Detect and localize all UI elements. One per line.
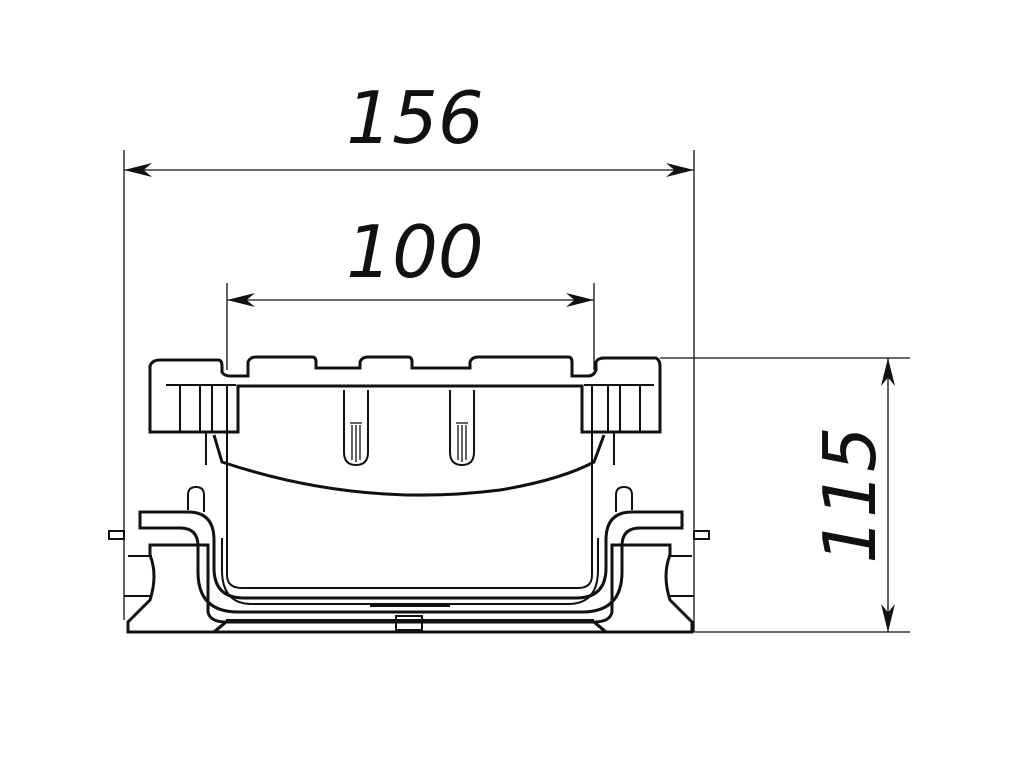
dimension-height: 115 [660, 357, 910, 633]
dimension-label-156: 156 [346, 76, 483, 160]
dimension-label-100: 100 [346, 210, 483, 294]
dimension-label-115: 115 [808, 426, 892, 563]
channel-drain-profile [108, 355, 710, 634]
dimension-overall-width: 156 [123, 76, 695, 632]
dimension-inner-width: 100 [226, 210, 595, 370]
